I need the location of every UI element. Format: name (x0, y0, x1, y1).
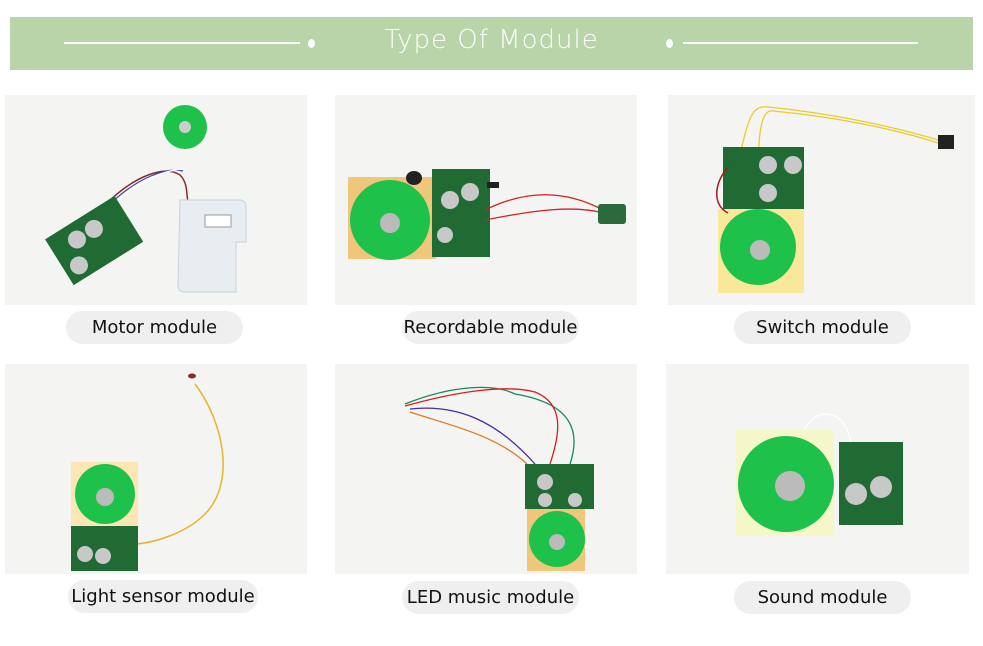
switch-module-image (668, 95, 975, 305)
section-header: Type Of Module (10, 17, 973, 70)
sound-module-image (666, 364, 969, 574)
light-sensor-module-image (5, 364, 307, 574)
divider-left (64, 42, 300, 44)
module-label: LED music module (402, 581, 579, 614)
motor-module-image (5, 95, 307, 305)
module-label: Light sensor module (68, 580, 258, 613)
dot-left (308, 39, 315, 48)
divider-right (683, 42, 918, 44)
module-label: Motor module (66, 311, 243, 344)
section-title: Type Of Module (384, 25, 599, 55)
module-label: Recordable module (402, 311, 579, 344)
recordable-module-image (335, 95, 637, 305)
module-label: Switch module (734, 311, 911, 344)
module-label: Sound module (734, 581, 911, 614)
dot-right (666, 39, 673, 48)
led-music-module-image (335, 364, 637, 574)
